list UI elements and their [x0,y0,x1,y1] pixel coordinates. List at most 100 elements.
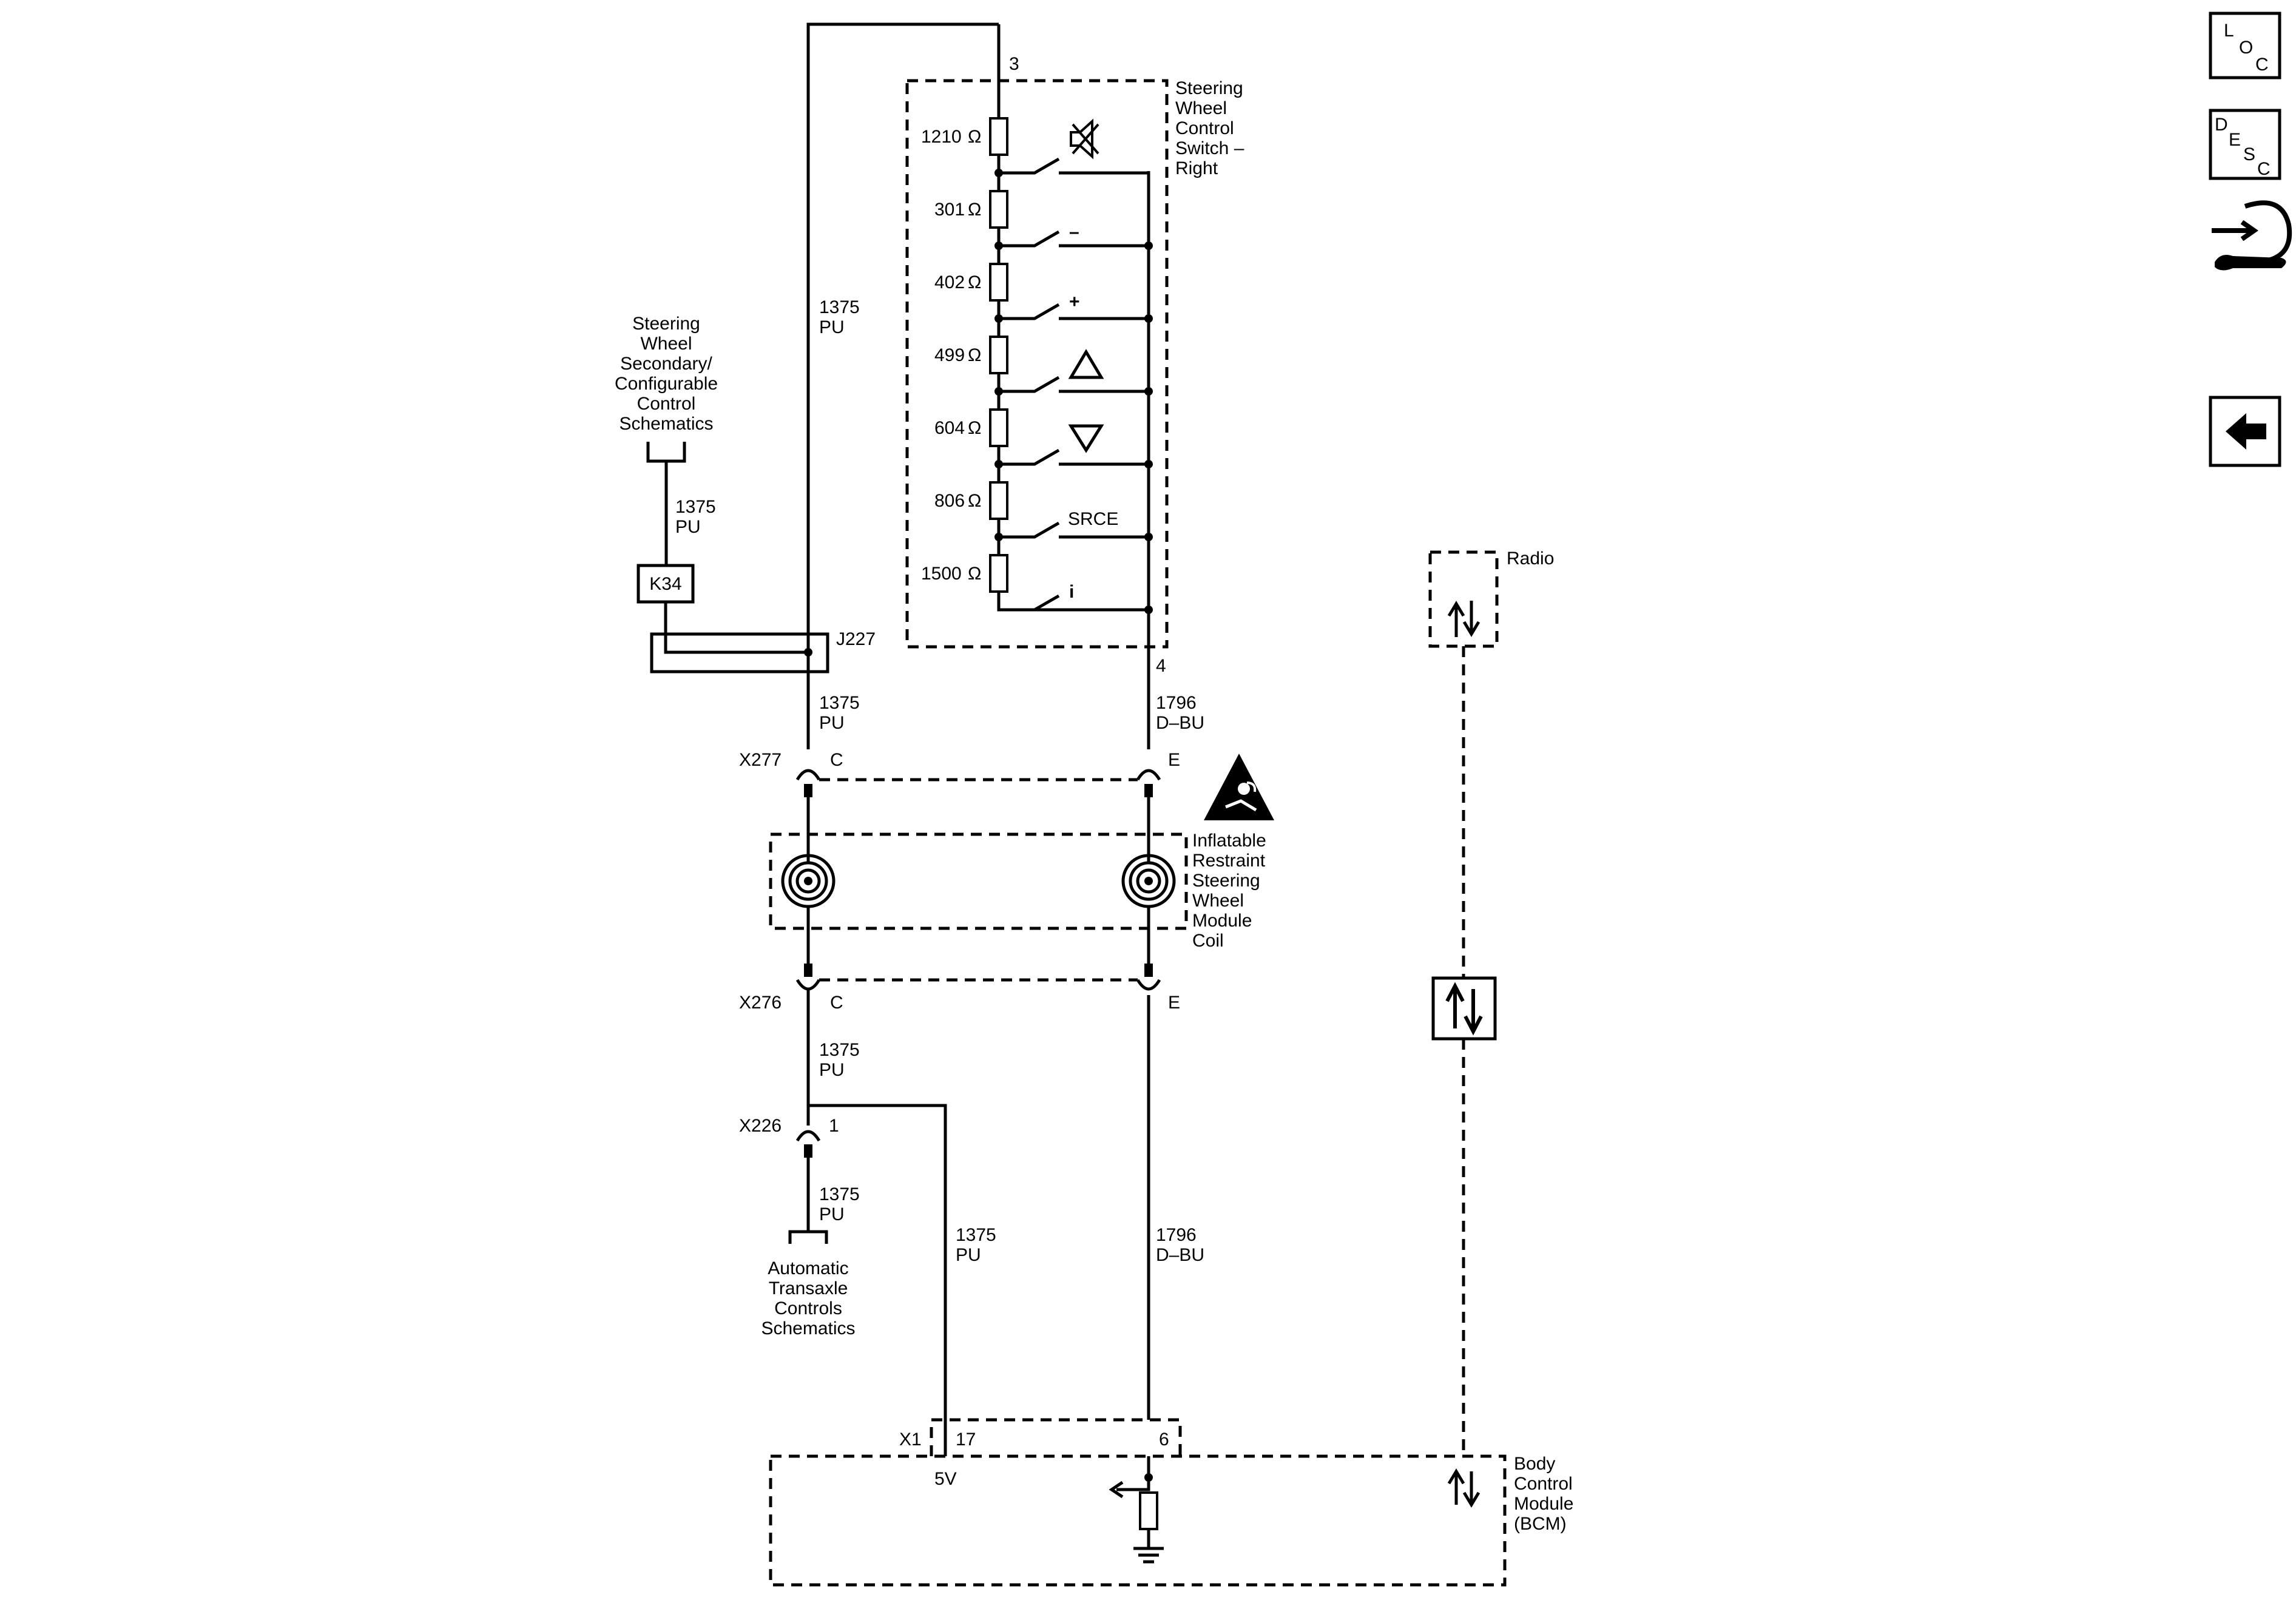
j227-junction [804,648,812,657]
svg-text:Inflatable: Inflatable [1192,831,1266,851]
arrow-left-icon [2226,413,2266,450]
dbu-wire-circuit: 1796 [1156,693,1197,713]
svg-text:Configurable: Configurable [615,374,718,394]
bcm-pull-resistor [1139,1491,1158,1530]
svg-text:Schematics: Schematics [761,1318,855,1338]
pu-wire-color: PU [819,1060,845,1080]
ohm-symbol: Ω [968,272,981,292]
connector-wrench-icon[interactable] [2212,200,2292,271]
source-button-label: SRCE [1068,509,1118,529]
coil-label: Inflatable Restraint Steering Wheel Modu… [1192,831,1266,951]
x276-pin-e: E [1168,993,1180,1013]
desc-letter-e: E [2229,130,2241,150]
svg-text:Controls: Controls [774,1298,842,1318]
svg-text:Steering: Steering [1192,871,1260,891]
clockspring-right-icon [1121,854,1176,908]
pu-wire-circuit-upper: 1375 [819,297,860,317]
volume-down-icon: – [1069,222,1079,242]
x277-pin-c: C [830,750,843,770]
svg-text:(BCM): (BCM) [1514,1514,1567,1534]
svg-text:Wheel: Wheel [1192,891,1244,911]
resistor-value: 499 [934,345,965,365]
loc-letter-c: C [2255,55,2269,75]
x1-connector-boundary [930,1418,1182,1456]
x276-connector [795,964,1161,991]
svg-text:Control: Control [1514,1474,1573,1494]
resistor-value: 402 [934,272,965,292]
svg-text:Secondary/: Secondary/ [620,354,712,374]
pu-wire-circuit: 1375 [819,1040,860,1060]
ohm-symbol: Ω [968,564,981,584]
x226-pin-1: 1 [829,1116,839,1136]
resistor-301 [989,190,1008,229]
x276-pin-c: C [830,993,843,1013]
secondary-wire-circuit: 1375 [675,497,716,517]
bcm-input-wire [1109,1456,1150,1499]
svg-text:Module: Module [1514,1494,1573,1514]
x276-label: X276 [739,993,782,1013]
seek-down-icon [1068,424,1104,453]
svg-text:Body: Body [1514,1454,1555,1474]
pu-wire-color-upper: PU [819,317,845,337]
x277-connector [795,769,1161,797]
ohm-symbol: Ω [968,345,981,365]
serial-data-arrows-icon [1445,982,1483,1036]
loc-letter-l: L [2224,21,2234,41]
desc-button[interactable]: D E S C [2209,109,2281,180]
pu-wire-color: PU [819,713,845,733]
clockspring-left-icon [781,854,836,908]
resistor-value: 1210 [921,127,962,147]
resistor-value: 1500 [921,564,962,584]
x226-label: X226 [739,1116,782,1136]
svg-text:Right: Right [1175,158,1218,178]
bcm-serial-data-icon [1447,1468,1481,1508]
resistor-402 [989,263,1008,302]
pu-wire-circuit: 1375 [819,693,860,713]
mute-icon [1070,118,1099,160]
svg-text:Wheel: Wheel [640,334,692,354]
loc-button[interactable]: L O C [2209,12,2281,79]
bcm-5v-label: 5V [934,1469,957,1489]
secondary-link-bracket [646,442,686,565]
radio-boundary [1428,550,1499,648]
switch-pin-3: 3 [1009,54,1019,74]
wire-pin3-loop [806,22,1001,749]
svg-text:Steering: Steering [632,314,700,334]
j227-label: J227 [836,629,876,649]
desc-letter-d: D [2215,115,2228,135]
resistor-499 [989,336,1008,374]
x1-pin-6: 6 [1159,1430,1169,1450]
radio-label: Radio [1507,549,1554,569]
k34-to-j227 [664,602,808,654]
back-button[interactable] [2209,396,2281,467]
svg-text:Steering: Steering [1175,78,1243,98]
pu-wire-color: PU [819,1204,845,1224]
secondary-wire-color: PU [675,517,701,537]
desc-letter-c: C [2257,159,2271,179]
ohm-symbol: Ω [968,200,981,220]
switch-right-label: Steering Wheel Control Switch – Right [1175,78,1244,178]
x1-label: X1 [899,1430,922,1450]
seek-up-icon [1068,349,1104,379]
dbu-wire-color: D–BU [1156,1245,1204,1265]
transaxle-label: Automatic Transaxle Controls Schematics [761,1258,855,1338]
svg-text:Restraint: Restraint [1192,851,1266,871]
ground-icon [1133,1547,1164,1564]
resistor-value: 301 [934,200,965,220]
ohm-symbol: Ω [968,491,981,511]
ohm-symbol: Ω [968,418,981,438]
info-icon: i [1069,582,1074,602]
switch-contacts [997,157,1149,612]
pu-wire-to-transaxle [788,1158,828,1244]
x277-label: X277 [739,750,782,770]
pu-wire-to-bcm [806,1104,947,1420]
resistor-value: 604 [934,418,965,438]
switch-right-boundary [905,79,1169,649]
svg-text:Schematics: Schematics [619,414,713,434]
ohm-symbol: Ω [968,127,981,147]
j227-box [650,632,829,673]
resistor-labels: 1210 Ω 301 Ω 402 Ω 499 Ω 604 Ω 806 Ω 150… [921,127,981,584]
dbu-wire-circuit: 1796 [1156,1225,1197,1245]
radio-serial-data-icon [1447,601,1481,637]
